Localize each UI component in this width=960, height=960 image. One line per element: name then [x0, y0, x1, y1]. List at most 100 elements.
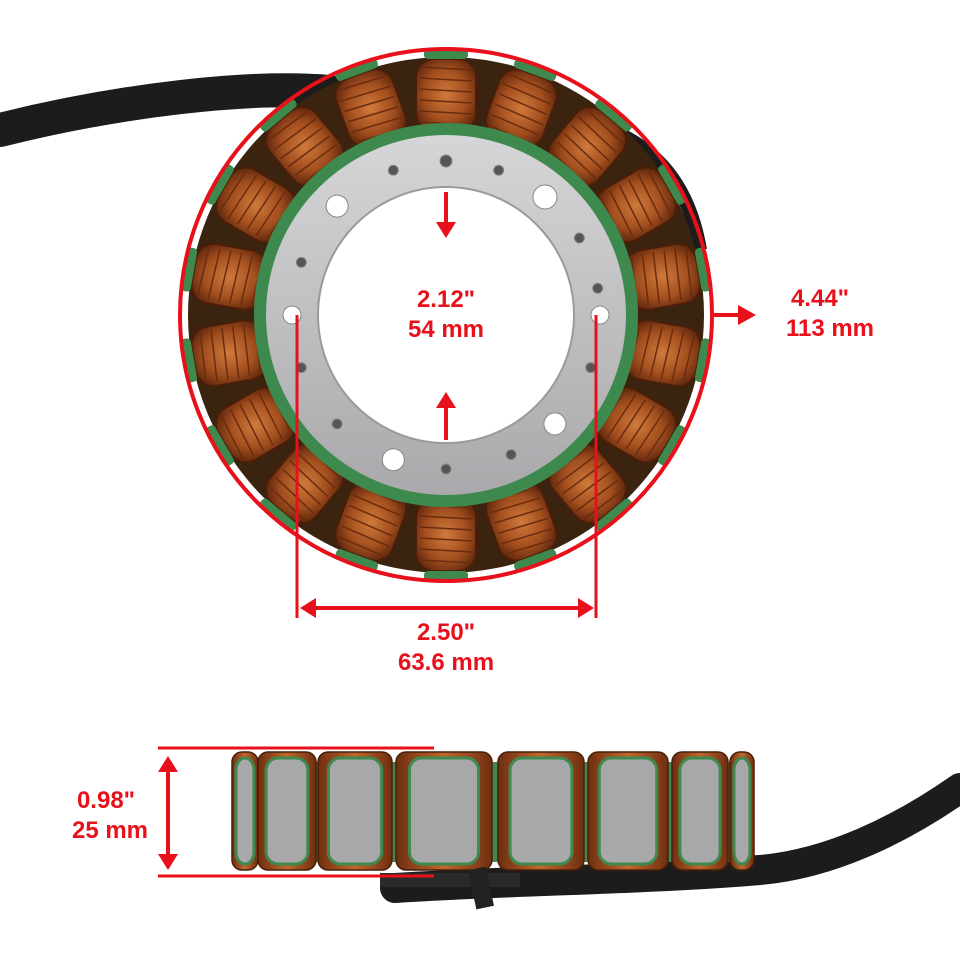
wire-harness-top [0, 73, 347, 147]
coil-winding [660, 328, 674, 380]
coil-winding [501, 528, 552, 545]
side-coil [395, 751, 493, 871]
coil-tip [694, 247, 712, 292]
coil-winding [227, 175, 257, 220]
stator-coil [415, 498, 477, 581]
coil-winding [246, 186, 277, 231]
side-coil [587, 751, 669, 871]
side-lamination-face [732, 756, 752, 866]
side-coil [317, 751, 393, 871]
coil-tip [180, 338, 198, 383]
coil-winding [347, 106, 399, 123]
coil-tip [206, 164, 234, 205]
coil-winding [674, 248, 682, 301]
coil-winding [568, 470, 612, 504]
coil-winding [296, 451, 336, 489]
coil-winding [273, 118, 316, 151]
coil-winding [266, 110, 309, 143]
coil-winding [497, 517, 548, 535]
coil-winding [502, 82, 551, 105]
coil-tip [595, 498, 633, 532]
coil-tip [424, 571, 468, 581]
stator-coil [334, 481, 408, 572]
mounting-hole [532, 184, 558, 210]
coil-tip [206, 425, 234, 466]
coil-winding [494, 103, 544, 126]
coil-winding [220, 414, 245, 462]
mounting-hole [505, 449, 517, 461]
side-lamination-face [597, 756, 659, 866]
mounting-hole [585, 362, 597, 374]
coil-winding [615, 399, 646, 444]
mounting-hole [592, 282, 604, 294]
coil-winding [505, 538, 556, 555]
coil-winding [217, 169, 248, 214]
coil-winding [419, 99, 473, 104]
coil-winding [618, 184, 644, 232]
coil-winding [348, 504, 398, 527]
inner-diameter-dimension: 2.12" 54 mm [408, 192, 484, 440]
coil-winding [255, 191, 286, 236]
side-lamination-face [407, 756, 481, 866]
coil-winding [419, 559, 473, 564]
coil-winding [419, 66, 473, 71]
height-arrow-bottom [158, 854, 178, 870]
side-lamination-face [264, 756, 310, 866]
coil-tip [335, 549, 378, 572]
coil-winding [652, 251, 661, 304]
outer-diameter-inch-label: 4.44" [791, 285, 849, 312]
coil-winding [682, 332, 696, 384]
coil-winding [684, 246, 693, 299]
coil-winding [641, 253, 650, 306]
coil-tip [424, 49, 468, 59]
bolt-arrow-left [300, 598, 316, 618]
coil-winding [340, 85, 391, 102]
coil-winding [419, 88, 473, 93]
inner-arrow-bottom-head [436, 392, 456, 408]
side-coil [231, 751, 259, 871]
inner-diameter-mm-label: 54 mm [408, 316, 484, 343]
coil-tip [514, 58, 557, 81]
coil-winding [419, 537, 473, 542]
coil-winding [647, 168, 672, 216]
outer-arrow-head [738, 305, 756, 325]
coil-winding [282, 468, 322, 506]
coil-winding [268, 485, 308, 523]
coil-winding [608, 190, 634, 238]
coil-winding [199, 331, 208, 384]
mounting-hole [543, 412, 567, 436]
bolt-spacing-inch-label: 2.50" [417, 619, 475, 646]
coil-winding [570, 124, 610, 162]
coil-winding [218, 250, 232, 302]
coil-winding [663, 250, 671, 302]
coil-winding [287, 135, 331, 168]
stator-side-view [231, 751, 960, 910]
coil-winding [351, 116, 402, 133]
bolt-arrow-right [578, 598, 594, 618]
coil-winding [606, 394, 637, 439]
coil-winding [231, 326, 240, 379]
coil-winding [419, 77, 473, 82]
coil-winding [352, 494, 401, 517]
coil-tip [335, 58, 378, 81]
outer-diameter-mm-label: 113 mm [786, 315, 874, 342]
coil-winding [554, 453, 598, 487]
coil-winding [207, 248, 221, 300]
coil-winding [236, 180, 267, 225]
height-inch-label: 0.98" [77, 787, 135, 814]
coil-winding [635, 410, 665, 455]
bolt-spacing-dimension: 2.50" 63.6 mm [295, 315, 598, 676]
bolt-spacing-mm-label: 63.6 mm [398, 649, 494, 676]
coil-winding [221, 328, 229, 380]
coil-winding [498, 93, 547, 116]
stator-top-view [0, 47, 714, 583]
stator-coil [206, 164, 297, 244]
coil-tip [658, 425, 686, 466]
side-coil [671, 751, 729, 871]
side-coil-row [231, 751, 755, 871]
coil-winding [491, 113, 540, 136]
stator-coil [259, 98, 345, 187]
coil-winding [637, 173, 663, 221]
height-arrow-top [158, 756, 178, 772]
